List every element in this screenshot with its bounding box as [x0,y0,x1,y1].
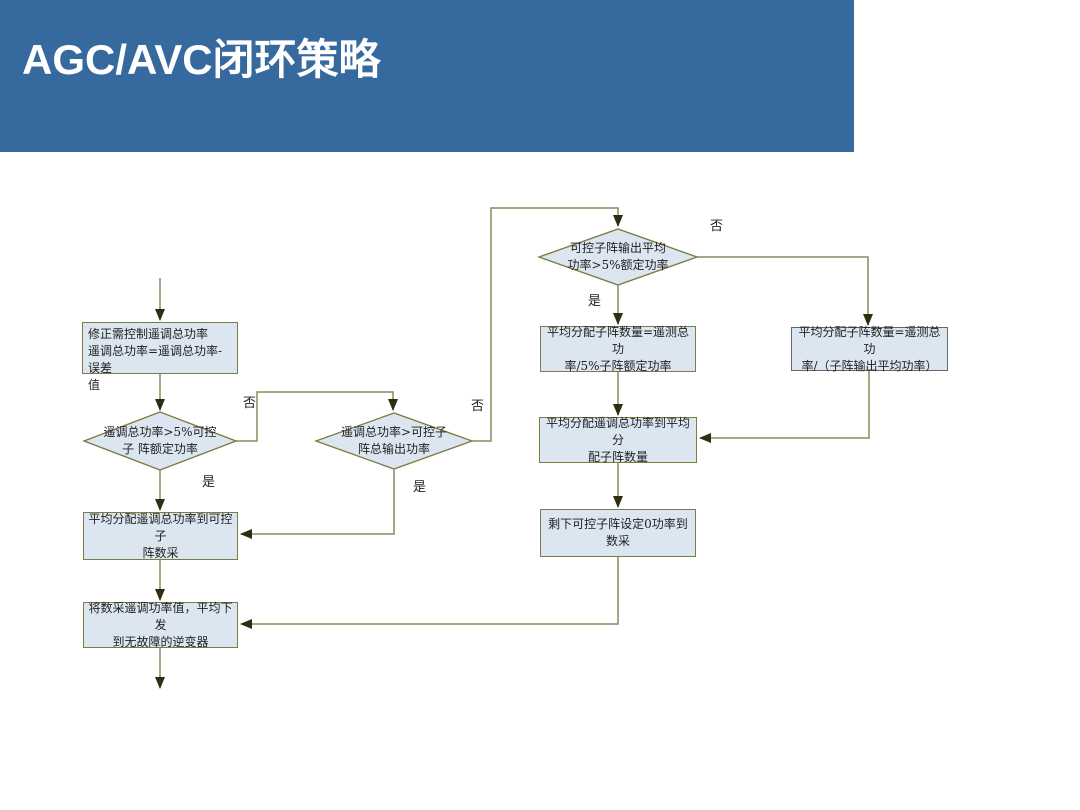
edge-label-decision3-yes: 是 [588,294,602,309]
node-text-line: 剩下可控子阵设定0功率到数采 [548,517,688,548]
decision-remote-gt-total-output [313,412,475,470]
connector-countoutput-to-avgdispatch-box [699,371,870,443]
node-text-line: 到无故障的逆变器 [112,634,209,649]
node-text-line: 修正需控制遥调总功率 [88,327,209,341]
node-text-line: 率/（子阵输出平均功率） [801,358,938,373]
slide-header: AGC/AVC闭环策略 [0,0,854,152]
connector-decision2-yes-to-dispatch-box [240,469,395,539]
page-title: AGC/AVC闭环策略 [22,36,381,83]
edge-label-decision2-no: 否 [471,399,485,414]
node-text-line: 平均分配子阵数量=遥测总功 [546,324,690,356]
node-text-line: 平均分配子阵数量=遥测总功 [798,324,941,356]
decision-avg-output-gt-5pct-rated [536,228,700,286]
edge-label-decision2-yes: 是 [413,480,427,495]
process-array-count-by-avg-output: 平均分配子阵数量=遥测总功 率/（子阵输出平均功率） [791,324,948,373]
node-text-line: 平均分配遥调总功率到平均分 [545,415,690,447]
node-text-line: 遥调总功率=遥调总功率-误差 [88,344,223,375]
decision-remote-gt-5pct-rated [82,411,238,471]
process-dispatch-to-avg-arrays: 平均分配遥调总功率到平均分 配子阵数量 [539,415,697,464]
node-text-line: 平均分配遥调总功率到可控子 [88,511,233,543]
connector-decision1-no-to-decision2 [236,391,398,442]
node-text-line: 配子阵数量 [587,449,648,464]
connector-decision3-no-to-countoutput-box [697,256,873,326]
process-remaining-arrays-zero-power: 剩下可控子阵设定0功率到数采 [540,509,696,557]
process-array-count-by-5pct-rated: 平均分配子阵数量=遥测总功 率/5%子阵额定功率 [540,324,696,373]
edge-label-decision3-no: 否 [710,219,724,234]
node-text-line: 值 [88,378,101,392]
process-dispatch-to-controllable-arrays: 平均分配遥调总功率到可控子 阵数采 [83,512,238,560]
edge-label-decision1-yes: 是 [202,475,216,490]
process-send-to-inverters: 将数采遥调功率值，平均下发 到无故障的逆变器 [83,600,238,649]
node-text-line: 阵数采 [142,545,179,560]
connector-zeropower-to-send-box [240,557,619,629]
connector-decision2-no-to-decision3 [472,207,623,442]
edge-label-decision1-no: 否 [243,396,257,411]
node-text-line: 将数采遥调功率值，平均下发 [88,600,233,632]
node-text-line: 率/5%子阵额定功率 [564,358,672,373]
process-correct-remote-power: 修正需控制遥调总功率 遥调总功率=遥调总功率-误差 值 [82,322,238,392]
